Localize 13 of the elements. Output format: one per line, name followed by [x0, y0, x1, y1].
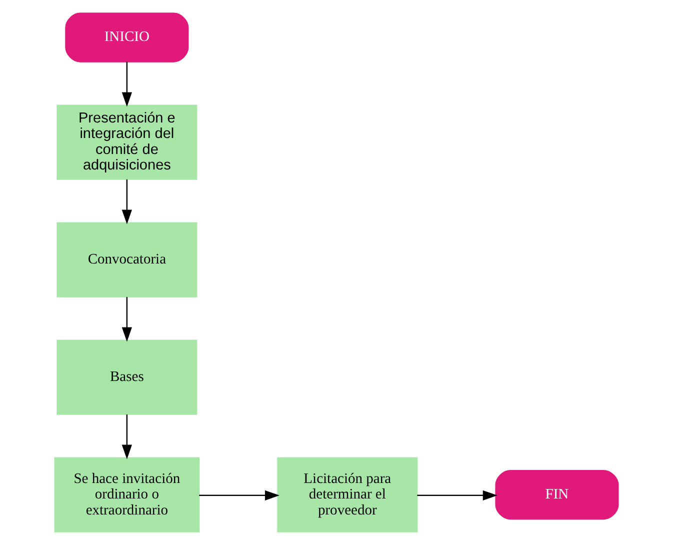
node-box: Licitación para determinar el proveedor: [277, 457, 418, 532]
node-box: Bases: [56, 340, 198, 415]
arrow: [122, 414, 132, 460]
arrow: [122, 62, 132, 107]
node-box: INICIO: [65, 12, 189, 62]
node-box: Se hace invitación ordinario o extraordinario: [54, 457, 200, 532]
arrow: [417, 490, 498, 500]
arrow: [122, 296, 132, 342]
arrow: [122, 179, 132, 224]
node-box: FIN: [495, 470, 619, 520]
node-box: Convocatoria: [56, 222, 198, 298]
arrow: [199, 490, 280, 500]
node-box: Presentación e integración del comité de adquisiciones: [56, 104, 198, 180]
